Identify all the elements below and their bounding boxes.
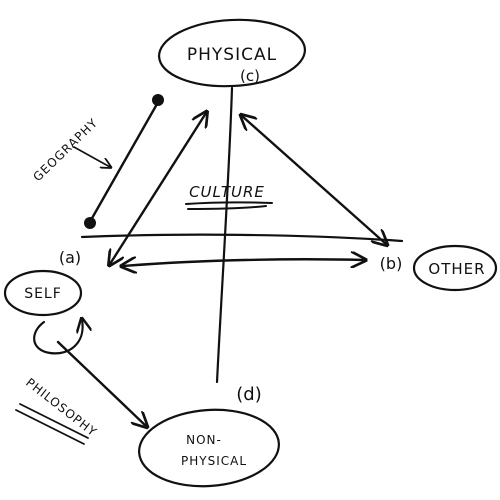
nonphysical-ellipse bbox=[138, 408, 280, 488]
vertical-axis-line bbox=[215, 86, 234, 384]
self-physical-double-arrow bbox=[110, 113, 206, 264]
other-label: OTHER bbox=[428, 260, 485, 278]
geography-label: GEOGRAPHY bbox=[30, 116, 100, 185]
nonphysical-label-line2: PHYSICAL bbox=[181, 454, 247, 468]
other-ellipse bbox=[412, 244, 498, 292]
self-code: (a) bbox=[59, 248, 81, 267]
other-code: (b) bbox=[380, 254, 403, 273]
physical-label: PHYSICAL bbox=[187, 45, 277, 65]
geography-hint-arrow bbox=[73, 146, 110, 167]
philosophy-label: PHILOSOPHY bbox=[23, 375, 100, 439]
self-loop-arrow bbox=[33, 320, 82, 355]
self-nonphysical-arrow bbox=[56, 340, 146, 426]
culture-underline-2 bbox=[187, 205, 267, 210]
horizontal-axis-line bbox=[80, 233, 404, 243]
physical-other-double-arrow bbox=[242, 116, 386, 244]
philosophy-underline-2 bbox=[15, 409, 85, 445]
self-other-double-arrow bbox=[123, 259, 364, 266]
geography-bottom-dot bbox=[84, 217, 96, 229]
culture-underline-1 bbox=[185, 201, 273, 205]
physical-ellipse bbox=[157, 18, 307, 88]
self-label: SELF bbox=[24, 286, 62, 302]
philosophy-underline-1 bbox=[19, 403, 89, 439]
geography-top-dot bbox=[152, 94, 164, 106]
self-ellipse bbox=[3, 269, 83, 317]
nonphysical-code: (d) bbox=[236, 384, 261, 405]
geography-connector-line bbox=[89, 102, 159, 222]
nonphysical-label-line1: NON- bbox=[186, 433, 222, 447]
physical-code: (c) bbox=[240, 67, 260, 85]
culture-label: CULTURE bbox=[189, 183, 265, 201]
